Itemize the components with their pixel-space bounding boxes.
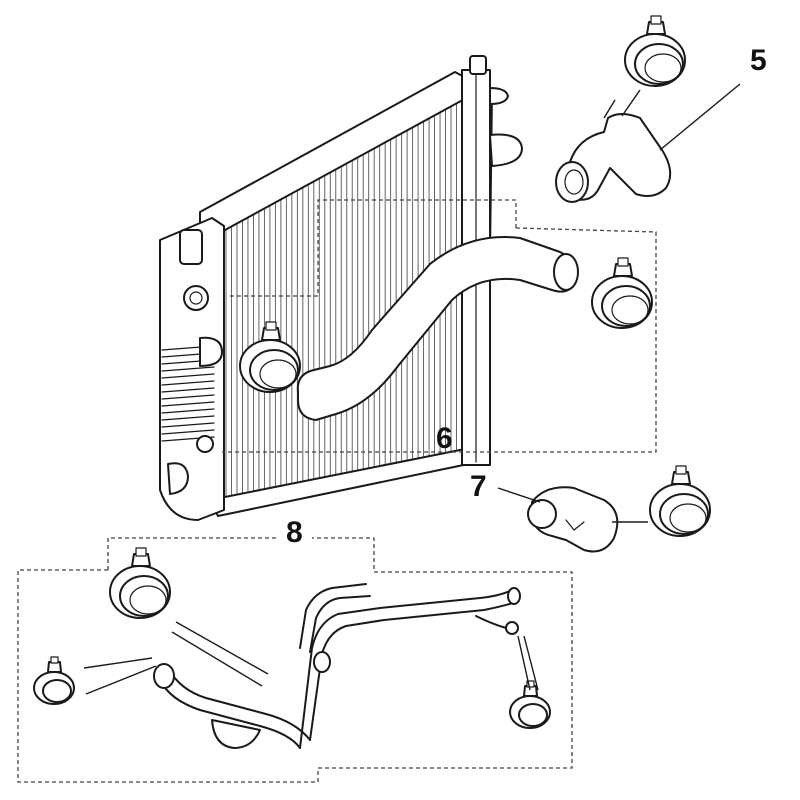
leader-5	[659, 83, 741, 151]
part-label-8: 8	[286, 516, 303, 549]
clamp-5	[624, 15, 686, 87]
leader-5-clamp	[603, 99, 616, 119]
hose-5: 5	[555, 15, 767, 203]
clamp-8-left	[33, 656, 75, 705]
leader-7	[497, 487, 541, 503]
part-label-6: 6	[436, 422, 453, 455]
part-label-5: 5	[750, 44, 767, 77]
tank-rib	[161, 387, 215, 393]
tank-rib	[161, 401, 215, 407]
tank-rib	[161, 422, 215, 428]
hose-7: 7	[470, 465, 711, 553]
clamp-8-top	[109, 547, 171, 619]
tank-rib	[161, 408, 215, 414]
tank-rib	[161, 415, 215, 421]
tank-rib	[161, 366, 215, 372]
clamp-7	[649, 465, 711, 537]
leader-5-clamp-b	[621, 89, 641, 117]
pipe-8: 8	[17, 516, 573, 783]
tank-rib	[161, 373, 215, 379]
tank-rib	[161, 380, 215, 386]
tank-rib	[161, 394, 215, 400]
part-label-7: 7	[470, 470, 487, 503]
hose-6: 6	[222, 227, 657, 455]
radiator	[159, 55, 523, 521]
clamp-6-right	[591, 257, 653, 329]
tank-rib	[161, 429, 215, 435]
tank-ribs	[161, 345, 215, 442]
